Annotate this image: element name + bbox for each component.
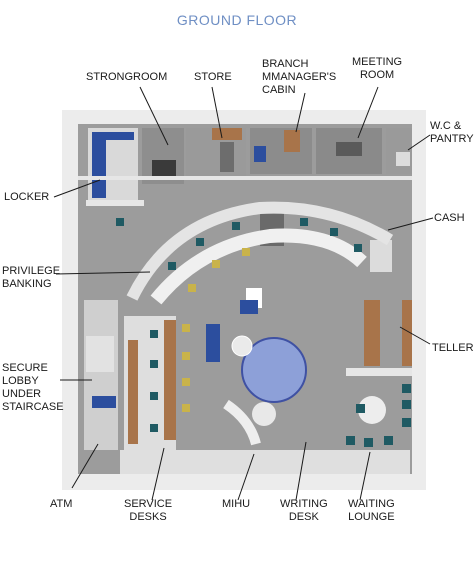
writing-desk-line-1: WRITING xyxy=(280,498,328,510)
secure-lobby-line-3: UNDER xyxy=(2,388,42,400)
service-desk-wood xyxy=(128,340,138,444)
privilege-guest-chairs xyxy=(188,248,250,292)
wc-pantry-line-1: W.C & xyxy=(430,120,462,132)
writing-desk-line-2: DESK xyxy=(288,511,319,523)
store-cabinet xyxy=(220,142,234,172)
writing-desk-small xyxy=(231,335,253,357)
label-privilege-banking: PRIVILEGE BANKING xyxy=(2,265,60,291)
strongroom-safe xyxy=(152,160,176,180)
teller-counter xyxy=(364,300,380,366)
secure-lobby-line-1: SECURE xyxy=(2,362,48,374)
branch-manager-line-3: CABIN xyxy=(262,84,296,96)
label-mihu: MIHU xyxy=(222,498,251,510)
front-facade xyxy=(120,450,410,474)
center-kiosk-blue xyxy=(240,300,258,314)
locker-unit-2 xyxy=(106,132,134,140)
meeting-room-line-2: ROOM xyxy=(359,69,395,81)
label-writing-desk: WRITING DESK xyxy=(280,498,328,524)
blue-sofa xyxy=(206,324,220,362)
label-teller: TELLER xyxy=(432,342,474,354)
branch-manager-line-2: MMANAGER'S xyxy=(262,71,337,83)
label-store: STORE xyxy=(194,71,232,83)
label-locker: LOCKER xyxy=(4,191,50,203)
meeting-table xyxy=(336,142,362,156)
service-desks-line-2: DESKS xyxy=(129,511,167,523)
wc-pantry-line-2: PANTRY xyxy=(430,133,474,145)
staircase xyxy=(86,336,114,372)
curved-counter xyxy=(126,201,394,301)
privilege-banking-line-2: BANKING xyxy=(2,278,52,290)
pantry-sink xyxy=(396,152,410,166)
label-atm: ATM xyxy=(50,498,73,510)
curved-counter-inner xyxy=(150,228,367,305)
label-secure-lobby: SECURE LOBBY UNDER STAIRCASE xyxy=(2,362,64,414)
service-desk-side xyxy=(164,320,176,440)
manager-desk xyxy=(284,130,300,152)
secure-lobby xyxy=(84,300,118,450)
lounge-table xyxy=(358,396,386,424)
label-wc-pantry: W.C & PANTRY xyxy=(430,120,474,146)
service-desk-guest-chairs xyxy=(182,324,190,412)
label-cash: CASH xyxy=(434,212,465,224)
lounge-chairs xyxy=(346,384,411,447)
leader-lines xyxy=(53,86,434,501)
label-waiting-lounge: WAITING LOUNGE xyxy=(348,498,395,524)
privilege-chairs xyxy=(116,218,362,270)
service-desk-chairs xyxy=(150,330,158,432)
partition-left xyxy=(86,200,144,206)
label-meeting-room: MEETING ROOM xyxy=(352,56,402,82)
privilege-banking-line-1: PRIVILEGE xyxy=(2,265,61,277)
manager-chair xyxy=(254,146,266,162)
service-desks-line-1: SERVICE xyxy=(124,498,173,510)
partition-top xyxy=(78,176,412,180)
wc-pantry xyxy=(386,128,412,174)
teller-ledge xyxy=(346,368,412,376)
waiting-lounge-line-1: WAITING xyxy=(348,498,395,510)
store-shelf xyxy=(212,128,242,140)
mihu-curve xyxy=(223,399,261,446)
meeting-room-line-1: MEETING xyxy=(352,56,403,68)
floor-title: GROUND FLOOR xyxy=(176,12,298,28)
secure-lobby-line-4: STAIRCASE xyxy=(2,401,64,413)
locker-unit xyxy=(92,132,106,198)
branch-manager-line-1: BRANCH xyxy=(262,58,309,70)
waiting-lounge-line-2: LOUNGE xyxy=(348,511,395,523)
writing-desk xyxy=(241,337,307,403)
teller-counter-2 xyxy=(402,300,412,366)
label-branch-manager: BRANCH MMANAGER'S CABIN xyxy=(262,58,336,97)
cash-counter-box xyxy=(370,240,392,272)
secure-lobby-line-2: LOBBY xyxy=(2,375,39,387)
mihu-table xyxy=(252,402,276,426)
label-strongroom: STRONGROOM xyxy=(86,71,168,83)
lobby-seating xyxy=(92,396,116,408)
label-service-desks: SERVICE DESKS xyxy=(124,498,172,524)
